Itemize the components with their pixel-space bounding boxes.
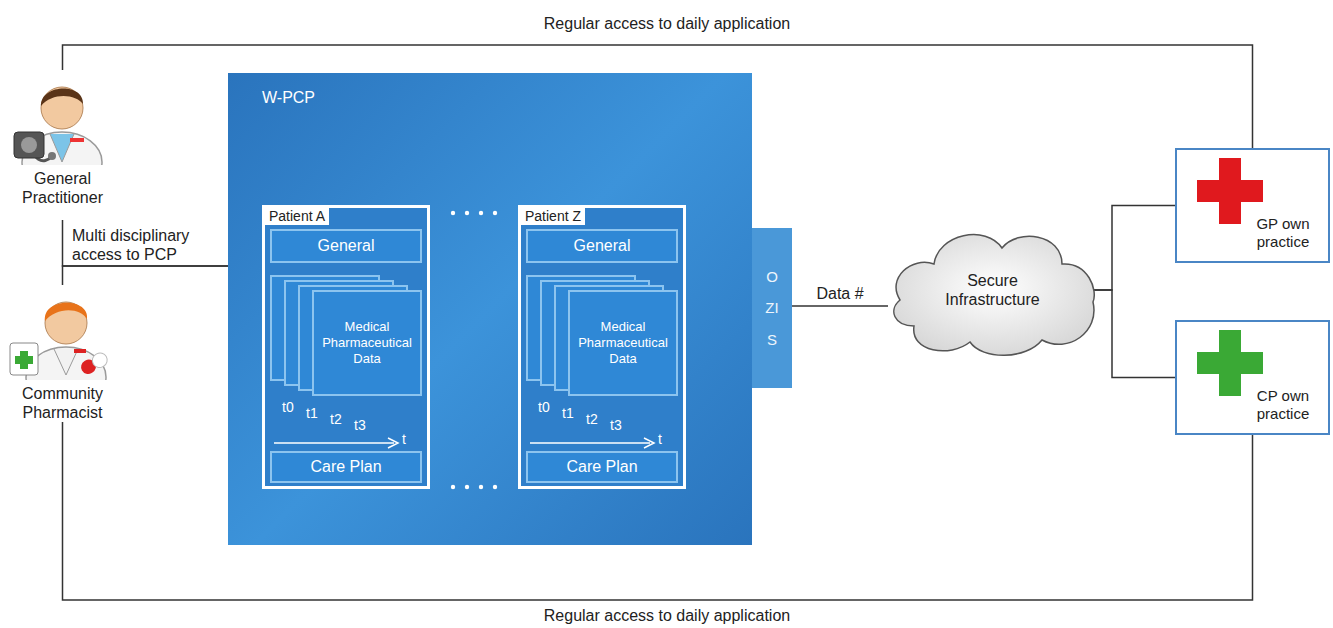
- time-label: t0: [282, 399, 294, 416]
- svg-circle: [493, 211, 497, 215]
- svg-line: [274, 442, 394, 444]
- connector-path: [63, 266, 229, 285]
- practitioner-figure: General Practitioner: [0, 70, 125, 220]
- node-label: Care Plan: [566, 458, 637, 476]
- time-label: t0: [538, 399, 550, 416]
- svg-path: [1197, 330, 1263, 396]
- patient-record: Patient A GeneralMedical Pharmaceutical D…: [262, 205, 430, 489]
- node-label: Care Plan: [310, 458, 381, 476]
- record-heading: Patient A: [265, 208, 329, 225]
- svg-rect: [70, 138, 84, 142]
- patient-record: Patient Z GeneralMedical Pharmaceutical D…: [518, 205, 686, 489]
- data-stack: Medical Pharmaceutical Data: [270, 275, 422, 397]
- time-label: t2: [586, 411, 598, 428]
- node-label: General Practitioner: [0, 169, 125, 207]
- connector-path: [792, 305, 888, 307]
- node-label: General: [318, 237, 375, 255]
- svg-rect: [313, 291, 421, 395]
- svg-circle: [451, 485, 455, 489]
- care-plan-box: Care Plan: [526, 451, 678, 483]
- svg-circle: [48, 152, 56, 160]
- care-plan-box: Care Plan: [270, 451, 422, 483]
- node-label: Community Pharmacist: [0, 384, 125, 422]
- person-icon: [0, 285, 125, 380]
- node-label: Medical Pharmaceutical Data: [315, 319, 419, 367]
- panel-title: W-PCP: [262, 89, 315, 107]
- svg-path: [41, 88, 83, 106]
- data-stack: Medical Pharmaceutical Data: [526, 275, 678, 397]
- connector-line: [63, 266, 229, 285]
- node-label: Secure Infrastructure: [933, 271, 1053, 309]
- svg-circle: [41, 87, 83, 129]
- svg-rect: [74, 349, 86, 353]
- svg-rect: [10, 343, 38, 375]
- svg-circle: [45, 302, 87, 344]
- interface-bar: OZIS: [752, 228, 792, 388]
- svg-rect: [90, 350, 110, 370]
- svg-circle: [21, 137, 37, 153]
- connector-line: [792, 306, 888, 307]
- svg-path: [388, 438, 398, 448]
- time-label: t: [402, 431, 406, 448]
- svg-circle: [465, 485, 469, 489]
- connector-label: Data #: [800, 284, 880, 303]
- svg-path: [1197, 158, 1263, 224]
- connector-label: Regular access to daily application: [467, 606, 867, 625]
- svg-rect: [569, 291, 677, 395]
- svg-circle: [479, 211, 483, 215]
- svg-rect: [15, 356, 33, 364]
- cloud-shape: [890, 220, 1095, 360]
- svg-circle: [465, 211, 469, 215]
- time-label: t1: [306, 405, 318, 422]
- practice-box: GP own practice: [1175, 148, 1330, 263]
- svg-circle: [451, 211, 455, 215]
- connector-label: Regular access to daily application: [467, 14, 867, 33]
- svg-path: [45, 303, 87, 321]
- record-heading: Patient Z: [521, 208, 585, 225]
- connector-line: [1093, 290, 1175, 378]
- node-label: Medical Pharmaceutical Data: [571, 319, 675, 367]
- svg-circle: [493, 485, 497, 489]
- svg-path: [894, 235, 1094, 356]
- time-label: t1: [562, 405, 574, 422]
- connector-line: [63, 220, 229, 266]
- node-label: GP own practice: [1244, 215, 1322, 251]
- node-label: General: [574, 237, 631, 255]
- pharmacist-figure: Community Pharmacist: [0, 285, 125, 422]
- general-box: General: [270, 229, 422, 263]
- practice-box: CP own practice: [1175, 320, 1330, 435]
- time-label: t: [658, 431, 662, 448]
- node-label: OZIS: [765, 261, 780, 356]
- connector-path: [63, 220, 229, 266]
- connector-path: [1093, 206, 1175, 291]
- connector-label: Multi disciplinary access to PCP: [72, 226, 222, 264]
- connector-line: [1093, 206, 1175, 291]
- time-label: t3: [610, 417, 622, 434]
- svg-g: [79, 350, 110, 376]
- person-icon: [0, 70, 125, 165]
- platform-panel: W-PCP Patient A GeneralMedical Pharmaceuti…: [228, 73, 752, 545]
- svg-line: [530, 442, 650, 444]
- time-label: t3: [354, 417, 366, 434]
- svg-path: [644, 438, 654, 448]
- connector-path: [1093, 290, 1175, 378]
- node-label: CP own practice: [1244, 387, 1322, 423]
- svg-circle: [479, 485, 483, 489]
- time-label: t2: [330, 411, 342, 428]
- general-box: General: [526, 229, 678, 263]
- network-cloud: Secure Infrastructure: [890, 220, 1095, 360]
- svg-rect: [14, 132, 44, 158]
